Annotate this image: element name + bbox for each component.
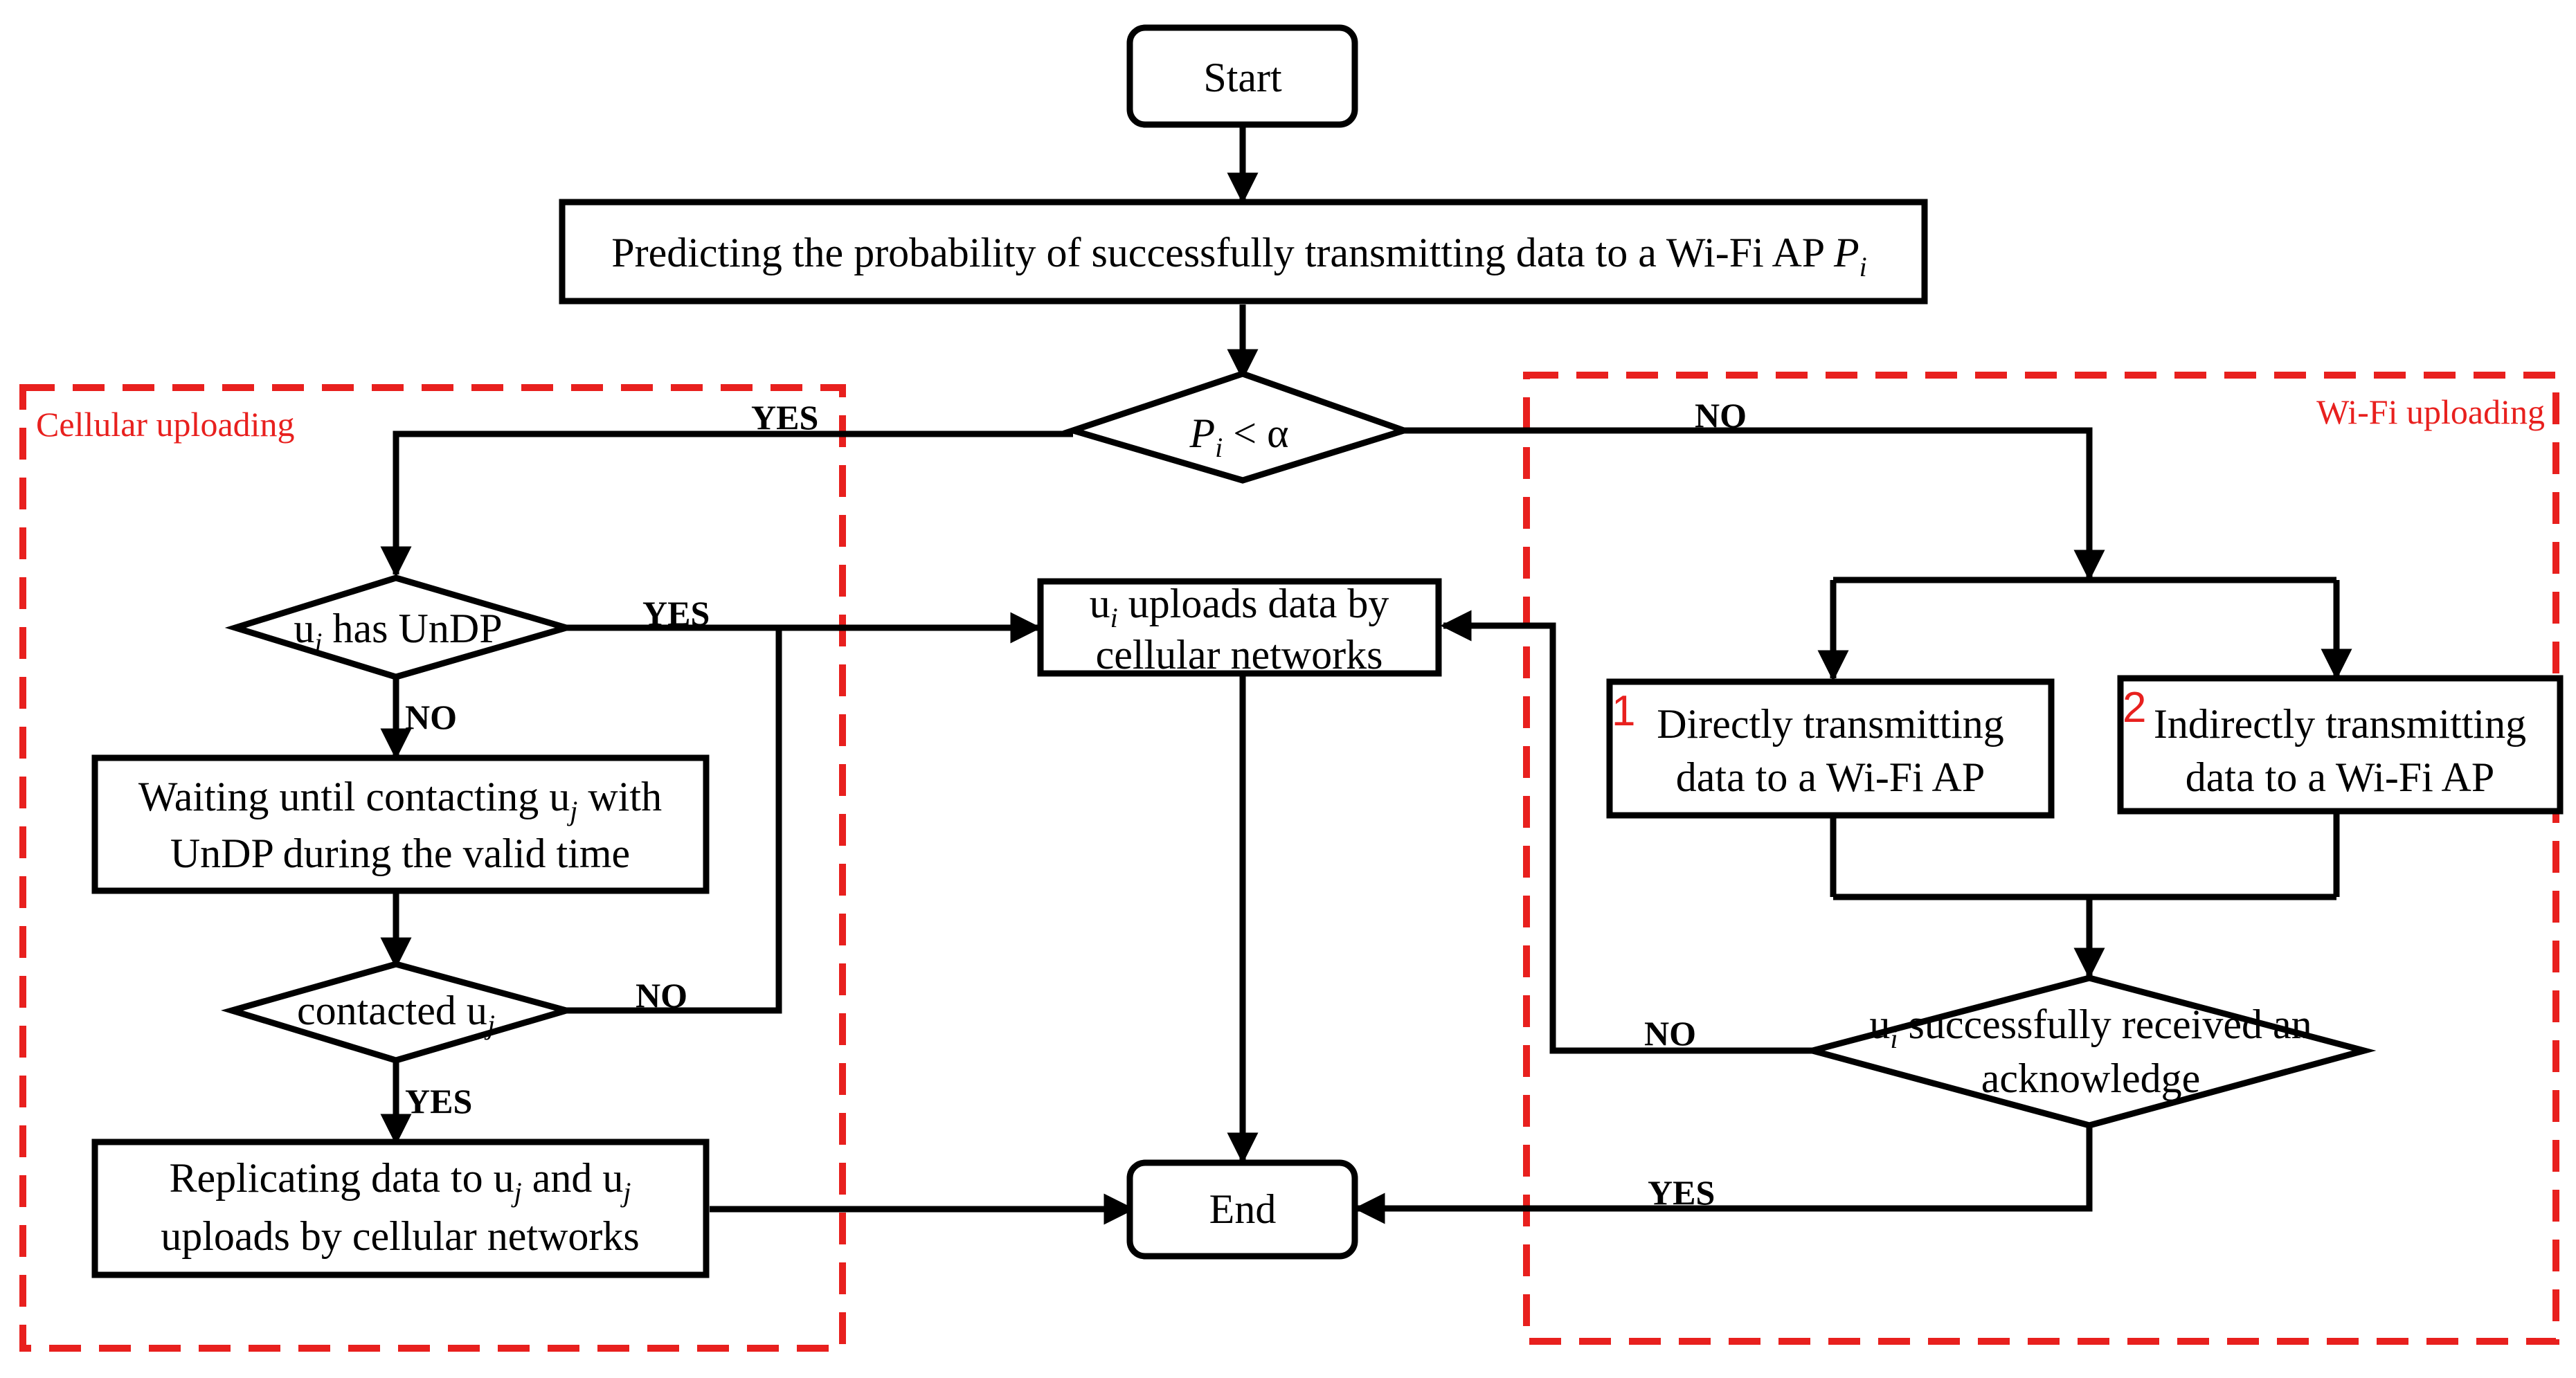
edge-label-yes-ack: YES — [1648, 1173, 1715, 1212]
replicating-line2: uploads by cellular networks — [161, 1213, 640, 1259]
edge-label-yes-contacted: YES — [405, 1082, 472, 1121]
edge-label-yes-undp: YES — [642, 594, 710, 633]
cellular-region-border — [19, 384, 846, 1352]
replicating-box — [91, 1139, 710, 1278]
end-node — [1126, 1159, 1358, 1260]
ack-decision — [1800, 974, 2377, 1129]
alpha-threshold-decision — [1062, 370, 1414, 484]
predict-probability-box — [559, 199, 1928, 305]
edge-label-no-ack: NO — [1644, 1014, 1696, 1053]
start-node — [1126, 24, 1358, 128]
waiting-contact-line2: UnDP during the valid time — [170, 831, 630, 876]
edge-label-no-contacted: NO — [636, 976, 687, 1015]
direct-transmit-line1: Directly transmitting — [1657, 701, 2004, 747]
cellular-upload-box — [1037, 578, 1442, 677]
start-label: Start — [1203, 55, 1282, 100]
direct-transmit-box — [1606, 678, 2055, 819]
edge-label-no-alpha: NO — [1695, 396, 1747, 435]
edge-label-no-undp: NO — [405, 698, 457, 736]
cellular-upload-line1: ui uploads data by — [1090, 581, 1389, 633]
replicating-line1: Replicating data to uj and uj — [169, 1155, 631, 1208]
indirect-transmit-box — [2117, 675, 2564, 815]
connectors — [380, 125, 2352, 1225]
ack-line2: acknowledge — [1981, 1055, 2201, 1101]
end-label: End — [1209, 1186, 1277, 1232]
direct-transmit-line2: data to a Wi-Fi AP — [1676, 754, 1985, 800]
has-undp-label: ui has UnDP — [294, 606, 502, 658]
has-undp-decision — [224, 574, 578, 680]
alpha-threshold-label: Pi < α — [1189, 410, 1288, 463]
direct-transmit-number: 1 — [1612, 687, 1635, 735]
cellular-region-label: Cellular uploading — [36, 405, 295, 444]
contacted-label: contacted uj — [297, 988, 495, 1040]
contacted-decision — [221, 961, 578, 1064]
indirect-transmit-line1: Indirectly transmitting — [2154, 701, 2526, 747]
cellular-upload-line2: cellular networks — [1096, 632, 1383, 678]
ack-line1: ui successfully received an — [1869, 1001, 2312, 1054]
predict-probability-label: Predicting the probability of successful… — [611, 230, 1866, 282]
indirect-transmit-line2: data to a Wi-Fi AP — [2186, 754, 2494, 800]
wifi-region-border — [1523, 372, 2559, 1345]
indirect-transmit-number: 2 — [2123, 684, 2146, 732]
edge-label-yes-alpha: YES — [751, 398, 818, 437]
waiting-contact-box — [91, 754, 710, 894]
wifi-region-label: Wi-Fi uploading — [2316, 392, 2545, 431]
waiting-contact-line1: Waiting until contacting uj with — [138, 774, 662, 826]
